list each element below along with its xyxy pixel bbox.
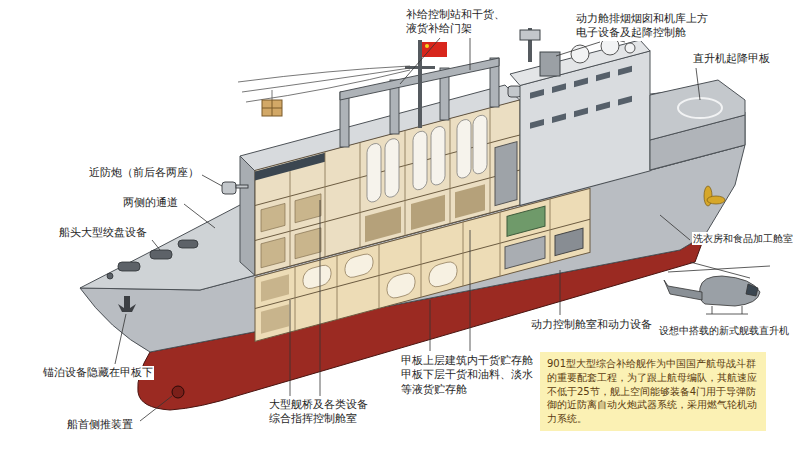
part-label: 近防炮（前后各两座） bbox=[88, 166, 200, 180]
part-label: 锚泊设备隐藏在甲板下 bbox=[42, 366, 154, 380]
part-label: 船首侧推装置 bbox=[66, 418, 134, 432]
part-label: 甲板上层建筑内干货贮存舱甲板下层干货和油料、淡水等液货贮存舱 bbox=[400, 354, 537, 397]
part-label: 两侧的通道 bbox=[122, 196, 179, 210]
part-label: 直升机起降甲板 bbox=[692, 52, 771, 66]
part-label: 补给控制站和干货、液货补给门架 bbox=[405, 8, 509, 37]
part-label: 船头大型绞盘设备 bbox=[58, 226, 148, 240]
part-label: 洗衣房和食品加工舱室 bbox=[692, 232, 794, 245]
part-label: 动力控制舱室和动力设备 bbox=[530, 318, 653, 332]
part-label: 大型舰桥及各类设备综合指挥控制舱室 bbox=[268, 398, 372, 427]
note-box: 901型大型综合补给舰作为中国国产航母战斗群的重要配套工程，为了跟上航母编队，其… bbox=[540, 352, 766, 431]
part-label: 设想中搭载的新式舰载直升机 bbox=[658, 324, 790, 337]
note-text: 901型大型综合补给舰作为中国国产航母战斗群的重要配套工程，为了跟上航母编队，其… bbox=[547, 357, 759, 426]
part-label: 动力舱排烟烟囱和机库上方电子设备及起降控制舱 bbox=[575, 12, 712, 41]
